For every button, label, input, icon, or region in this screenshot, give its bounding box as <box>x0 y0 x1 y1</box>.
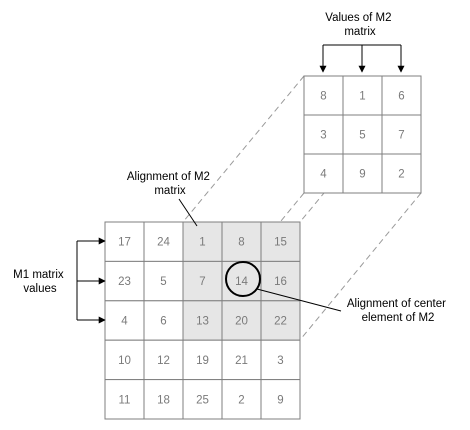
center-alignment-label-line1: Alignment of center <box>347 298 446 310</box>
m2-matrix: 8 1 6 3 5 7 4 9 2 <box>303 75 422 194</box>
m1-cell-value: 14 <box>235 276 248 288</box>
m1-cell-value: 13 <box>196 316 209 328</box>
m1-cell-value: 8 <box>238 237 244 249</box>
m1-cell-value: 19 <box>196 355 209 367</box>
m2-cell <box>381 153 422 194</box>
alignment-m2-leader <box>178 198 198 227</box>
m1-cell <box>260 300 301 341</box>
m1-cell <box>143 260 184 302</box>
m1-cell-value: 20 <box>235 316 248 328</box>
m2-values-label: Values of M2 matrix <box>325 12 394 38</box>
m1-cell <box>221 379 262 420</box>
m2-cell-value: 6 <box>398 91 404 103</box>
m1-cell <box>182 221 223 262</box>
m2-cell-value: 9 <box>359 169 365 181</box>
m1-cell <box>182 339 223 381</box>
m1-cell-value: 6 <box>160 316 166 328</box>
m1-cell-value: 10 <box>118 355 131 367</box>
m2-cell-value: 2 <box>398 169 404 181</box>
m2-cell-value: 3 <box>320 130 326 142</box>
center-alignment-label-line2: element of M2 <box>362 312 435 324</box>
m1-cell-value: 17 <box>118 237 131 249</box>
m2-cell-value: 1 <box>359 91 365 103</box>
m1-cell-value: 25 <box>196 394 209 406</box>
m2-cell-value: 5 <box>359 130 365 142</box>
m1-values-label-line1: M1 matrix <box>13 269 64 281</box>
m1-cell-value: 3 <box>277 355 283 367</box>
m1-cell <box>104 260 145 302</box>
m1-cell-value: 21 <box>235 355 248 367</box>
alignment-m2-label-line1: Alignment of M2 <box>127 171 210 183</box>
projection-guide-line <box>299 192 422 341</box>
m1-cell-value: 23 <box>118 276 131 288</box>
m2-cell <box>342 153 383 194</box>
m1-cell <box>260 379 301 420</box>
m1-cell-value: 22 <box>274 316 287 328</box>
m1-cell <box>182 379 223 420</box>
m1-cell <box>143 339 184 381</box>
m1-cell <box>221 221 262 262</box>
m2-cell <box>381 114 422 155</box>
m1-cell <box>143 300 184 341</box>
m1-cell-value: 4 <box>121 316 128 328</box>
m1-cell-value: 1 <box>199 237 205 249</box>
m1-cell-value: 24 <box>157 237 170 249</box>
m1-cell <box>221 300 262 341</box>
m1-cell-value: 15 <box>274 237 287 249</box>
m1-cell-value: 12 <box>157 355 170 367</box>
m2-cell-value: 7 <box>398 130 404 142</box>
m2-values-label-line2: matrix <box>344 26 376 38</box>
m1-cell-value: 7 <box>199 276 205 288</box>
m1-cell-value: 9 <box>277 394 283 406</box>
m2-cell <box>303 114 344 155</box>
alignment-m2-label: Alignment of M2 matrix <box>127 171 213 197</box>
m1-cell-value: 16 <box>274 276 287 288</box>
m1-cell-value: 11 <box>119 394 131 406</box>
m1-cell-value: 2 <box>238 394 244 406</box>
m1-cell-value: 18 <box>157 394 170 406</box>
m1-cell <box>260 339 301 381</box>
projection-guide-line <box>182 75 305 223</box>
center-element-circle <box>225 261 261 297</box>
m1-cell <box>143 379 184 420</box>
alignment-m2-label-line2: matrix <box>154 185 186 197</box>
m1-cell <box>104 379 145 420</box>
m2-values-label-line1: Values of M2 <box>325 12 391 24</box>
m1-values-label: M1 matrix values <box>13 269 67 295</box>
m2-values-arrows <box>319 44 405 73</box>
m1-values-label-line2: values <box>23 283 56 295</box>
center-alignment-label: Alignment of center element of M2 <box>347 298 449 324</box>
m2-cell <box>381 75 422 116</box>
m1-values-arrows <box>76 237 106 324</box>
m2-cell-value: 4 <box>320 169 327 181</box>
m2-cell-value: 8 <box>320 91 326 103</box>
m1-cell-value: 5 <box>160 276 166 288</box>
center-alignment-leader <box>256 288 342 312</box>
